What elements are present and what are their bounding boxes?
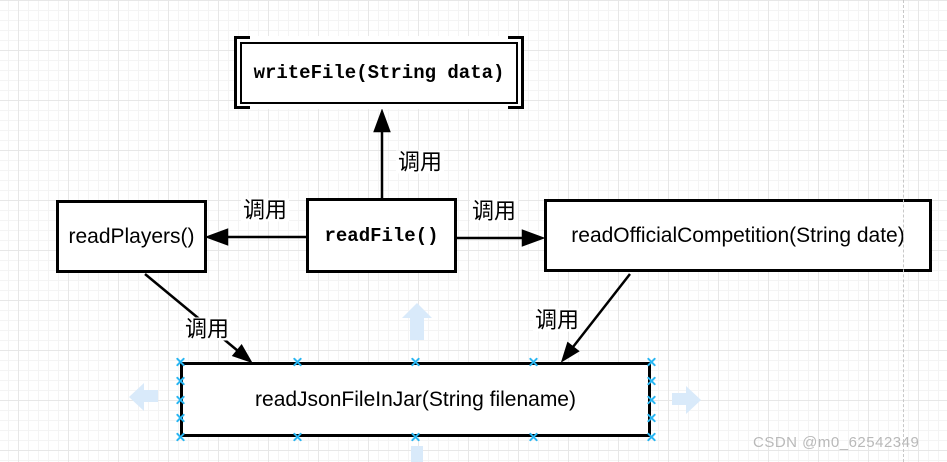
connection-point-handle[interactable] bbox=[647, 358, 656, 367]
connection-point-handle[interactable] bbox=[176, 414, 185, 423]
edge-label-call-readjson-right[interactable]: 调用 bbox=[532, 307, 582, 333]
connection-point-handle[interactable] bbox=[647, 376, 656, 385]
page-break-line bbox=[903, 0, 904, 462]
connection-point-handle[interactable] bbox=[647, 433, 656, 442]
connection-point-handle[interactable] bbox=[647, 395, 656, 404]
edge-label-call-writefile[interactable]: 调用 bbox=[395, 149, 445, 175]
connection-point-handle[interactable] bbox=[176, 395, 185, 404]
node-writefile[interactable]: writeFile(String data) bbox=[234, 36, 524, 109]
hover-arrow-up[interactable] bbox=[402, 303, 432, 340]
edge-readfile-readplayers[interactable] bbox=[204, 228, 306, 246]
connection-point-handle[interactable] bbox=[176, 358, 185, 367]
node-readofficial-label: readOfficialCompetition(String date) bbox=[571, 223, 905, 247]
hover-arrow-down[interactable] bbox=[411, 446, 423, 462]
edge-readfile-readofficial[interactable] bbox=[457, 229, 546, 247]
node-readfile-label: readFile() bbox=[324, 224, 439, 247]
node-readplayers[interactable]: readPlayers() bbox=[56, 200, 207, 273]
connection-point-handle[interactable] bbox=[293, 433, 302, 442]
watermark: CSDN @m0_62542349 bbox=[753, 434, 920, 451]
connection-point-handle[interactable] bbox=[293, 358, 302, 367]
connection-point-handle[interactable] bbox=[176, 376, 185, 385]
node-readofficial[interactable]: readOfficialCompetition(String date) bbox=[544, 199, 932, 272]
node-readjson[interactable]: readJsonFileInJar(String filename) bbox=[180, 362, 651, 437]
node-writefile-label: writeFile(String data) bbox=[253, 61, 505, 84]
connection-point-handle[interactable] bbox=[411, 358, 420, 367]
hover-arrow-right[interactable] bbox=[672, 386, 701, 414]
edge-readfile-writefile[interactable] bbox=[373, 108, 391, 198]
connection-point-handle[interactable] bbox=[529, 358, 538, 367]
bracket-left-decoration bbox=[234, 36, 250, 109]
edge-readofficial-readjson[interactable] bbox=[560, 273, 631, 363]
connection-point-handle[interactable] bbox=[647, 414, 656, 423]
edge-label-call-readjson-left[interactable]: 调用 bbox=[182, 316, 232, 342]
hover-arrow-left[interactable] bbox=[129, 383, 158, 411]
connection-point-handle[interactable] bbox=[529, 433, 538, 442]
edge-label-call-readplayers[interactable]: 调用 bbox=[240, 197, 290, 223]
connection-point-handle[interactable] bbox=[176, 433, 185, 442]
connection-point-handle[interactable] bbox=[411, 433, 420, 442]
node-readjson-label: readJsonFileInJar(String filename) bbox=[255, 387, 576, 411]
bracket-right-decoration bbox=[508, 36, 524, 109]
inner-rectangle bbox=[240, 42, 518, 104]
node-readplayers-label: readPlayers() bbox=[68, 224, 195, 248]
node-readfile[interactable]: readFile() bbox=[306, 198, 457, 273]
edge-label-call-readofficial[interactable]: 调用 bbox=[469, 198, 519, 224]
